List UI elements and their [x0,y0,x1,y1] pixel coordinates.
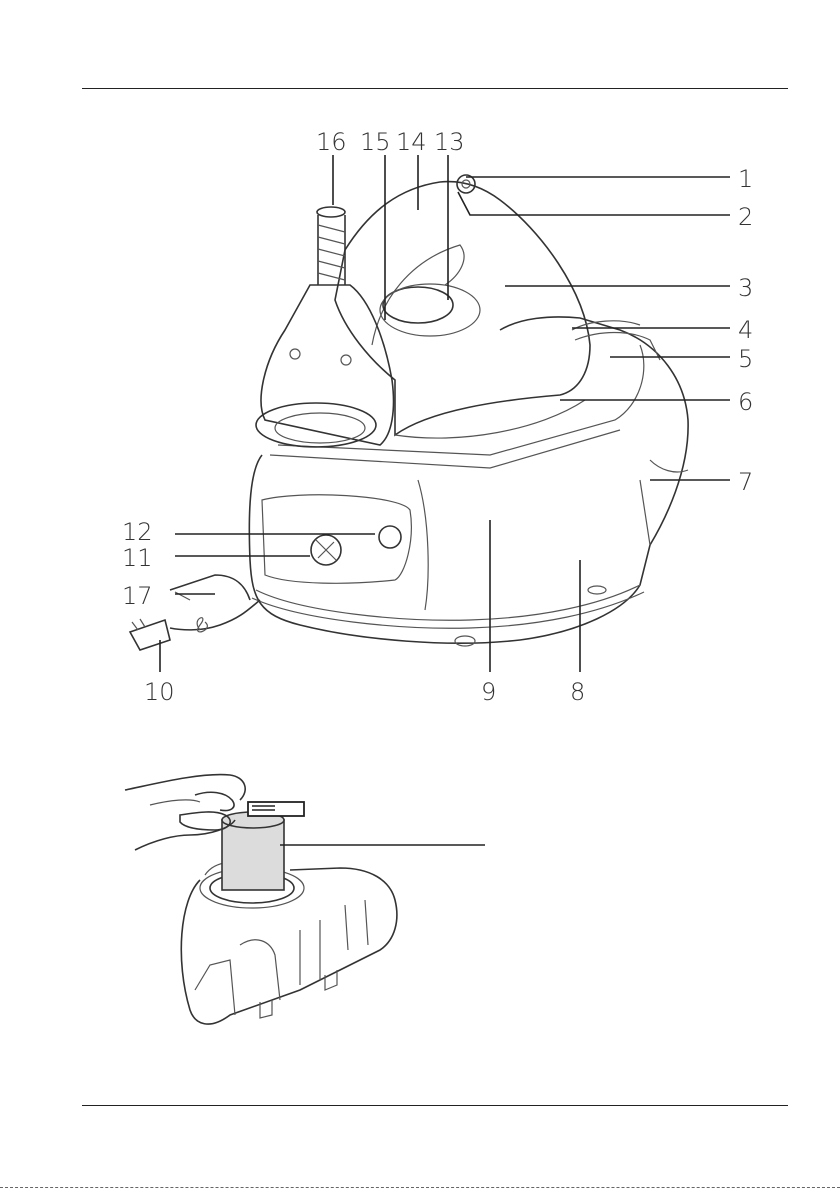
callout-10: 10 [144,678,175,706]
callout-2: 2 [738,203,753,231]
callout-1: 1 [738,165,753,193]
callout-4: 4 [738,316,753,344]
callout-5: 5 [738,345,753,373]
callout-16: 16 [316,128,347,156]
callout-11: 11 [122,544,153,572]
callout-17: 17 [122,582,153,610]
callout-12: 12 [122,518,153,546]
filter-insertion-drawing [125,775,485,1025]
callout-8: 8 [570,678,585,706]
callout-9: 9 [481,678,496,706]
callout-14: 14 [396,128,427,156]
callout-3: 3 [738,274,753,302]
callout-15: 15 [360,128,391,156]
callout-7: 7 [738,468,753,496]
steam-station-drawing [130,175,688,650]
callout-6: 6 [738,388,753,416]
callout-13: 13 [434,128,465,156]
